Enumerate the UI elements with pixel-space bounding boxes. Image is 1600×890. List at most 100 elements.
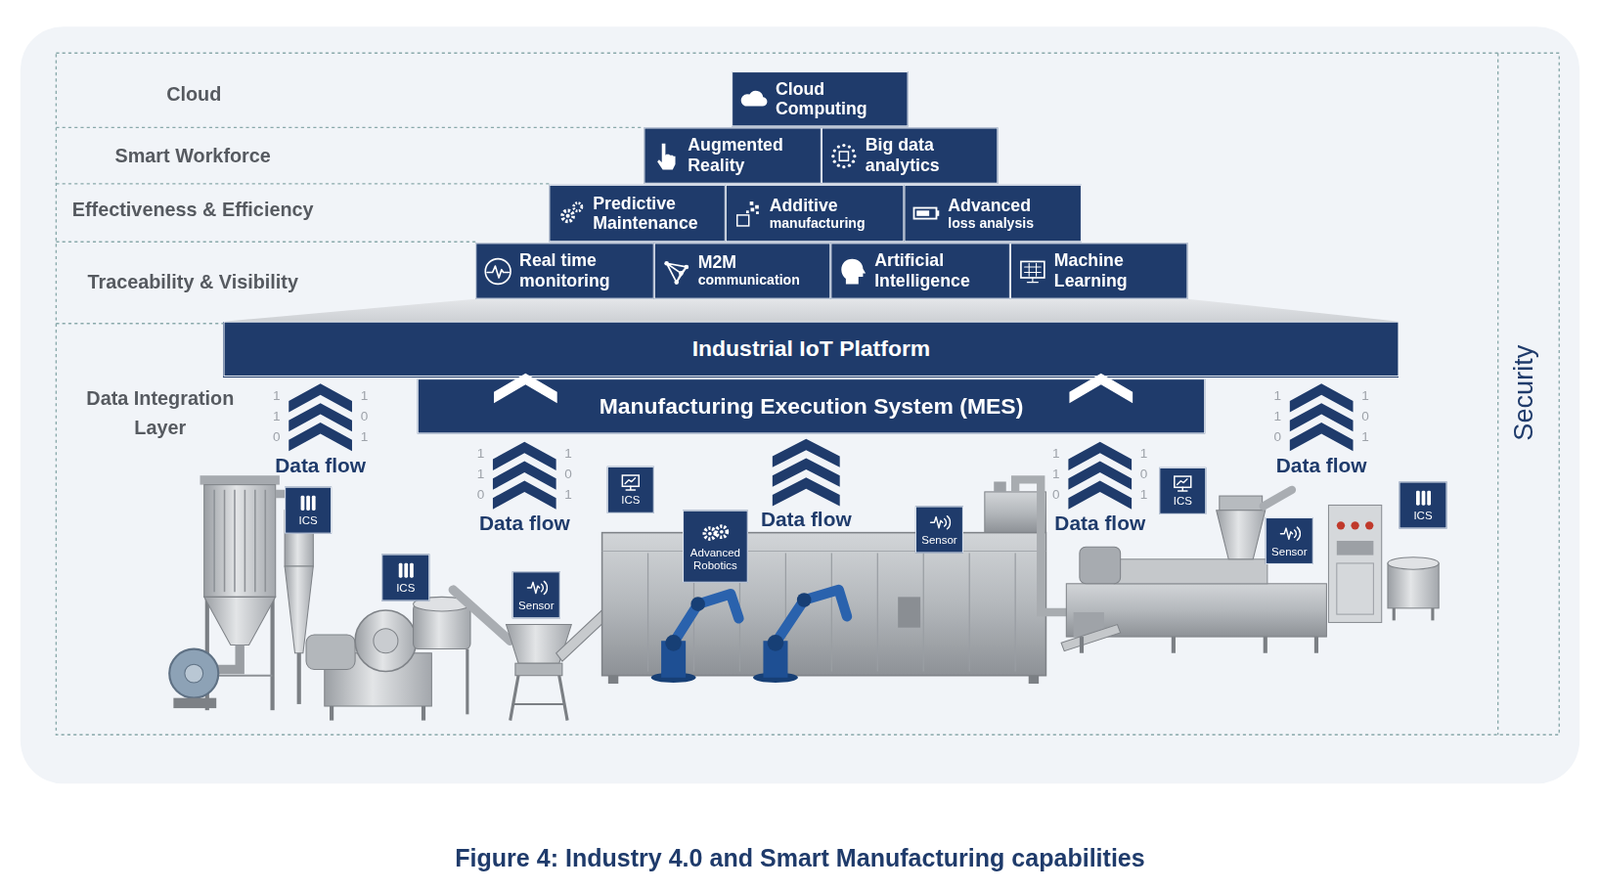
illustration-part <box>775 589 847 643</box>
illustration-part <box>936 210 940 217</box>
illustration-part <box>839 151 848 161</box>
illustration-part <box>837 163 841 167</box>
illustration-part <box>690 596 706 612</box>
text-frame: Machine Learning <box>1054 251 1183 291</box>
binary-digits: 1 0 1 <box>1138 444 1149 506</box>
icon-frame <box>838 255 869 286</box>
text-frame: ICS <box>384 581 427 595</box>
illustration-part <box>301 495 306 511</box>
illustration-part <box>624 478 635 490</box>
caption-frame: Figure 4: Industry 4.0 and Smart Manufac… <box>0 843 1600 874</box>
icon-frame <box>394 561 417 580</box>
illustration-part <box>715 527 727 538</box>
illustration-part <box>288 422 353 451</box>
illustration-part <box>1021 261 1045 278</box>
illustration-part <box>1336 563 1375 615</box>
illustration-part <box>1415 490 1420 506</box>
icon <box>732 197 763 228</box>
label-frame: Data flow <box>468 511 581 534</box>
capability-box: Advancedloss analysis <box>903 184 1082 242</box>
data-flow-label: Data flow <box>468 511 581 534</box>
illustration-part <box>1113 559 1268 584</box>
illustration-part <box>403 563 408 578</box>
layer-label: Data Integration Layer <box>68 383 253 444</box>
illustration-part <box>1426 490 1431 506</box>
illustration-part <box>916 210 930 217</box>
text-frame: Industrial IoT Platform <box>692 336 932 362</box>
text-frame: Augmented Reality <box>687 135 816 176</box>
illustration-part <box>485 258 511 284</box>
label-frame: Cloud <box>91 84 297 107</box>
capability-box: Predictive Maintenance <box>548 184 726 242</box>
icon-frame <box>525 578 548 598</box>
label-frame: Data flow <box>750 508 863 532</box>
illustration-part <box>657 142 675 170</box>
illustration-part <box>1263 636 1268 654</box>
capability-box: Cloud Computing <box>731 71 909 127</box>
illustration-part <box>1328 504 1381 623</box>
illustration-part <box>1421 490 1425 506</box>
illustration-part <box>666 263 687 282</box>
illustration-part <box>608 675 619 684</box>
platform-title: Manufacturing Execution System (MES) <box>599 393 1024 419</box>
icon <box>928 513 951 533</box>
illustration-part <box>269 596 274 711</box>
illustration-part <box>373 628 399 654</box>
text-frame: Artificial Intelligence <box>874 251 1006 291</box>
illustration-part <box>841 258 866 284</box>
icon <box>297 493 320 513</box>
device-badge: Sensor <box>915 506 964 554</box>
illustration-part <box>750 201 755 206</box>
illustration-part <box>797 592 812 608</box>
illustration-part <box>515 663 563 676</box>
binary-digits: 1 1 0 <box>1051 444 1062 506</box>
capability-box: Big data analytics <box>821 127 999 183</box>
illustration-part <box>1024 263 1042 282</box>
icon <box>1412 488 1435 508</box>
illustration-part <box>1015 479 1069 613</box>
icon <box>556 197 587 228</box>
illustration-part <box>20 26 1580 784</box>
illustration-part <box>566 214 571 219</box>
badge-label: ICS <box>1161 494 1203 508</box>
illustration-part <box>673 593 740 643</box>
icon <box>738 84 769 115</box>
binary-digits: 1 1 0 <box>475 444 486 506</box>
illustration-part <box>993 481 1007 491</box>
label-frame: Data Integration Layer <box>68 383 253 444</box>
illustration-part <box>751 208 756 213</box>
label-frame: 1 1 0 <box>1272 385 1283 447</box>
illustration-part <box>678 270 684 276</box>
illustration-part <box>737 215 750 226</box>
illustration-part <box>55 241 476 243</box>
illustration-part <box>913 208 936 220</box>
text-frame: Additivemanufacturing <box>769 195 900 231</box>
text-frame: Advanced Robotics <box>685 546 746 572</box>
label-frame: 1 0 1 <box>1360 385 1371 447</box>
illustration-part <box>562 210 574 222</box>
badge-label: ICS <box>287 514 329 528</box>
capability-title: Predictive Maintenance <box>592 193 720 233</box>
illustration-part <box>204 596 276 645</box>
illustration-part <box>746 210 750 214</box>
capability-box: M2Mcommunication <box>654 242 832 299</box>
label-frame: Data flow <box>1043 511 1156 534</box>
label-frame: Effectiveness & Efficiency <box>40 198 347 222</box>
icon <box>651 139 682 171</box>
device-badge: ICS <box>1158 467 1206 515</box>
illustration-part <box>311 495 316 511</box>
label-frame: 1 1 0 <box>271 385 282 447</box>
illustration-part <box>930 516 950 530</box>
illustration-part <box>772 477 841 506</box>
icon-frame <box>732 197 763 228</box>
text-frame: Sensor <box>515 598 558 612</box>
illustration-part <box>200 475 280 485</box>
illustration-part <box>1430 608 1434 622</box>
illustration-part <box>647 553 649 672</box>
capability-box: Artificial Intelligence <box>830 242 1011 299</box>
illustration-part <box>1387 563 1439 609</box>
illustration-part <box>673 279 679 285</box>
illustration-part <box>55 52 1559 735</box>
capability-box: Additivemanufacturing <box>725 184 905 242</box>
